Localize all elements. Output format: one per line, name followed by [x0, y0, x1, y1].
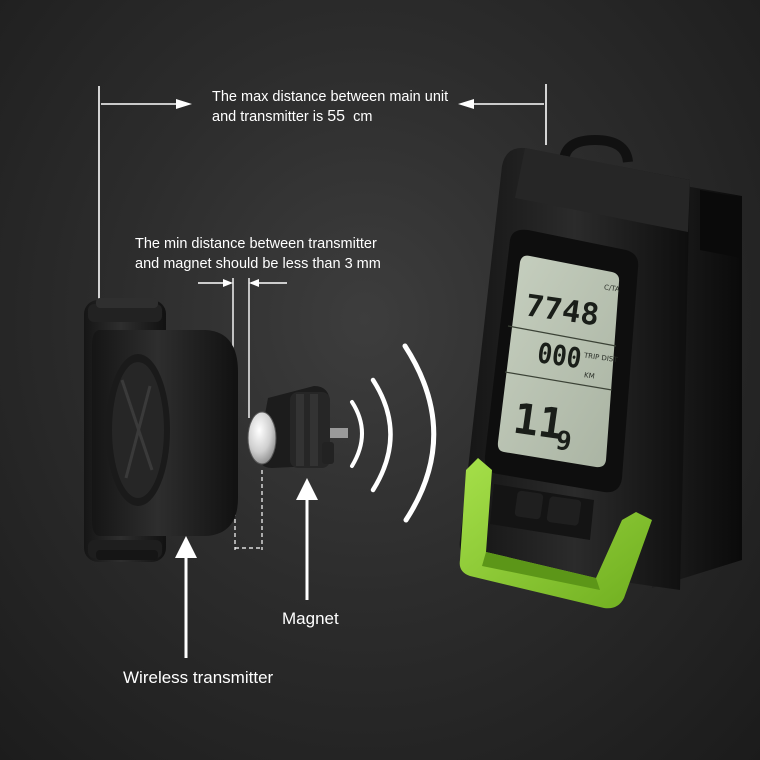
magnet	[247, 386, 348, 468]
magnet-label: Magnet	[282, 609, 339, 628]
transmitter-pointer-arrow	[175, 536, 197, 658]
lcd-row-3a: 11	[510, 394, 567, 450]
max-distance-unit: cm	[353, 109, 373, 125]
max-distance-line-1: The max distance between main unit	[212, 89, 449, 105]
wireless-transmitter-label: Wireless transmitter	[123, 668, 274, 687]
lcd-tag-1: C/TA	[603, 283, 620, 293]
min-distance-dimension	[198, 278, 287, 550]
main-unit	[459, 134, 742, 609]
min-distance-line-2: and magnet should be less than 3 mm	[135, 256, 381, 272]
magnet-pointer-arrow	[296, 478, 318, 600]
lcd-row-2: 000	[535, 336, 583, 375]
wireless-transmitter	[84, 298, 238, 562]
min-distance-line-1: The min distance between transmitter	[135, 236, 377, 252]
max-distance-dimension	[98, 84, 547, 300]
lcd-row-3b: 9	[554, 426, 574, 458]
wireless-signal-icon	[350, 343, 437, 523]
max-distance-callout: The max distance between main unit and t…	[212, 87, 448, 127]
max-distance-value: 55	[327, 108, 346, 125]
min-distance-callout: The min distance between transmitter and…	[135, 234, 381, 274]
lcd-tag-2-unit: KM	[584, 371, 596, 380]
max-distance-prefix: and transmitter is	[212, 109, 328, 125]
max-distance-line-2: and transmitter is 55 cm	[212, 107, 448, 127]
